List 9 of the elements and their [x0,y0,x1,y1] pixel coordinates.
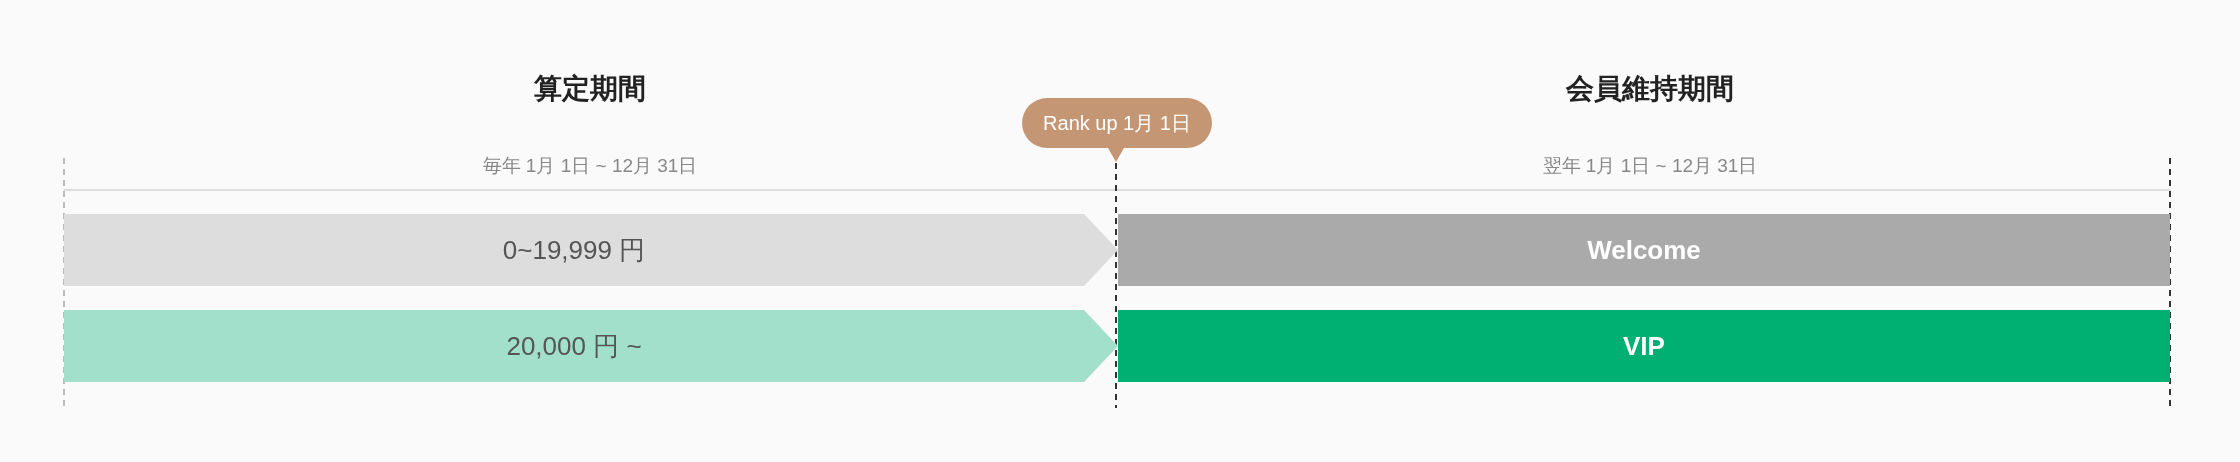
date-range-text: 毎年 1月 1日 ~ 12月 31日 [482,154,698,178]
arrow-bar: 20,000 円 ~ [64,310,1118,382]
rank-bar: VIP [1118,310,2170,382]
section-heading: 算定期間 [534,72,646,106]
arrow-bar: 0~19,999 円 [64,214,1118,286]
date-range-text: 翌年 1月 1日 ~ 12月 31日 [1542,154,1758,178]
rank-bar: Welcome [1118,214,2170,286]
section-heading: 会員維持期間 [1566,72,1734,106]
callout-bubble: Rank up 1月 1日 [1022,98,1212,162]
